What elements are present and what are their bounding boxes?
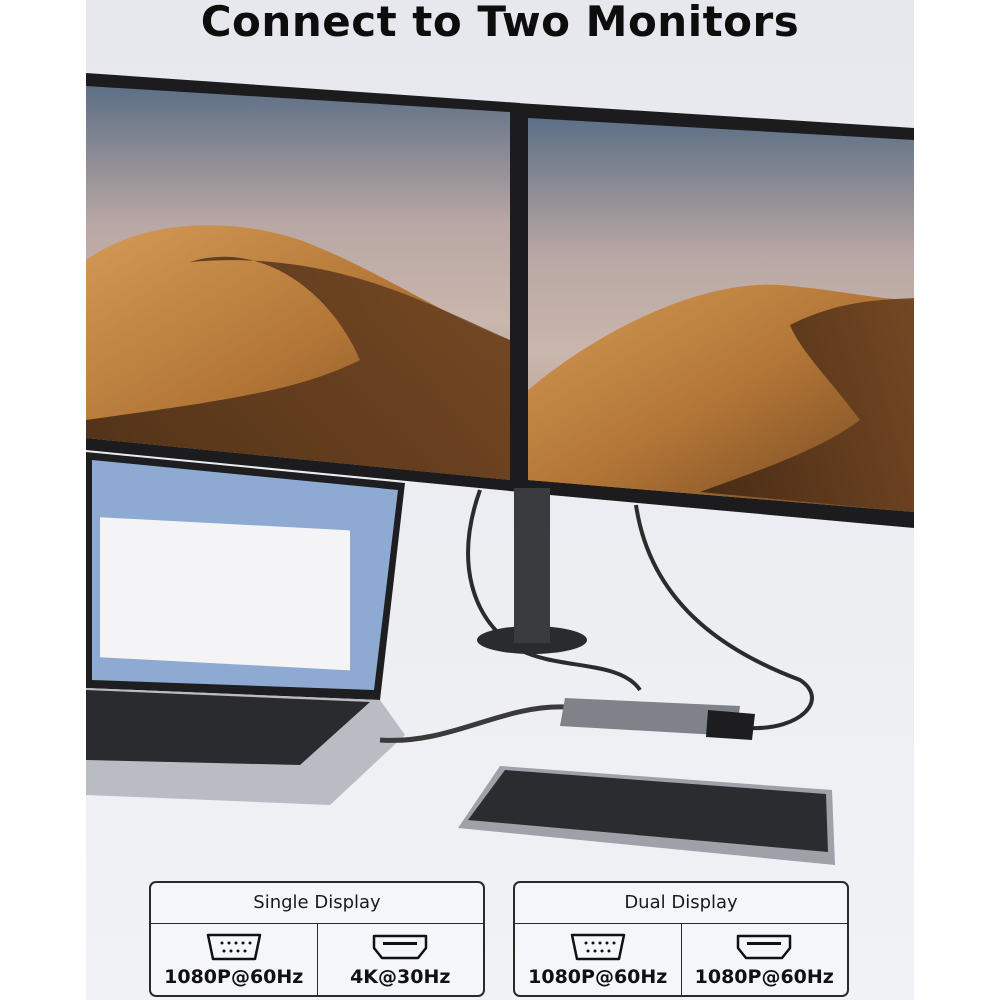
vga-port-icon <box>206 933 261 961</box>
hdmi-resolution: 4K@30Hz <box>350 966 451 988</box>
dual-display-heading: Dual Display <box>515 883 847 924</box>
laptop <box>86 452 566 805</box>
single-display-panel: Single Display 1080P@60Hz 4K@30Hz <box>149 881 485 997</box>
single-display-heading: Single Display <box>151 883 483 924</box>
hdmi-spec: 4K@30Hz <box>316 924 484 995</box>
hdmi-resolution: 1080P@60Hz <box>694 966 834 988</box>
monitor-stand <box>466 488 814 731</box>
hdmi-port-icon <box>373 934 428 960</box>
hdmi-spec: 1080P@60Hz <box>680 924 848 995</box>
usb-c-hub <box>560 698 755 740</box>
vga-spec: 1080P@60Hz <box>151 924 317 995</box>
page-title: Connect to Two Monitors <box>200 0 800 46</box>
left-monitor <box>86 73 520 492</box>
hdmi-port-icon <box>737 934 792 960</box>
vga-spec: 1080P@60Hz <box>515 924 681 995</box>
vga-resolution: 1080P@60Hz <box>164 966 304 988</box>
vga-resolution: 1080P@60Hz <box>528 966 668 988</box>
dual-display-panel: Dual Display 1080P@60Hz 1080P@60Hz <box>513 881 849 997</box>
vga-port-icon <box>570 933 625 961</box>
right-monitor <box>517 103 914 528</box>
keyboard <box>458 766 835 865</box>
